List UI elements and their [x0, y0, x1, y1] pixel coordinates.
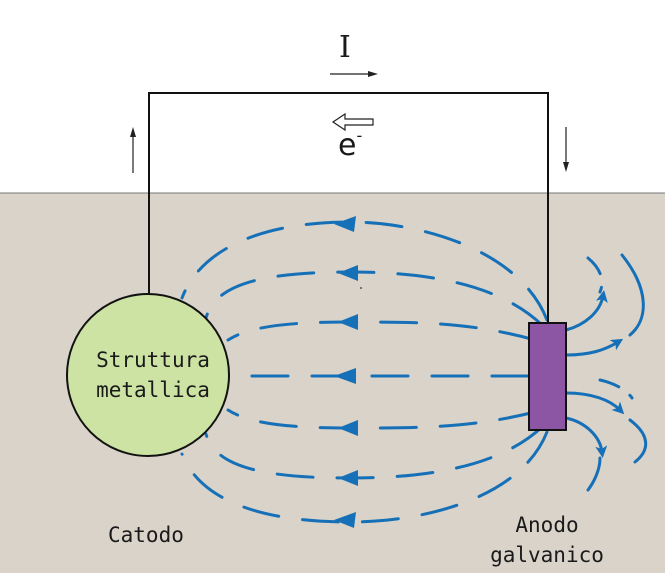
field-arrowhead-1 — [334, 216, 356, 232]
field-arrowhead-6 — [338, 470, 358, 486]
anode-label: Anodo galvanico — [482, 510, 612, 570]
structure-label-line1: Struttura — [96, 348, 210, 372]
current-label: I — [339, 30, 351, 65]
electron-label: e- — [338, 126, 362, 163]
outward-line-7 — [628, 418, 648, 464]
outward-line-4 — [564, 416, 608, 458]
field-arrowhead-7 — [334, 512, 356, 528]
cathode-label: Catodo — [108, 523, 184, 547]
anode-label-line2: galvanico — [490, 543, 604, 567]
outward-line-5 — [586, 256, 604, 294]
field-arrowheads — [334, 216, 358, 528]
field-arrowhead-3 — [338, 314, 358, 330]
outward-line-6 — [620, 253, 645, 337]
anode-outward-lines — [564, 253, 648, 492]
anode-label-line1: Anodo — [515, 513, 579, 537]
field-arrowhead-5 — [338, 420, 358, 436]
structure-label: Struttura metallica — [78, 345, 228, 405]
field-line-7 — [180, 430, 549, 524]
outward-line-3 — [564, 391, 625, 415]
field-arrowhead-4 — [334, 368, 356, 384]
outward-line-8 — [586, 456, 602, 492]
field-arrowhead-2 — [338, 265, 358, 281]
outward-line-1 — [564, 290, 608, 332]
structure-label-line2: metallica — [96, 378, 210, 402]
galvanic-anode — [528, 322, 567, 431]
outward-line-9 — [598, 378, 634, 400]
arrow-down-icon — [563, 127, 569, 172]
outward-line-2 — [564, 338, 624, 357]
hollow-arrow-left-icon — [331, 112, 374, 132]
stray-dot — [360, 287, 362, 289]
metallic-structure — [66, 293, 230, 457]
field-line-1 — [180, 220, 549, 322]
arrow-right-icon — [330, 71, 378, 77]
circuit-wire — [148, 92, 549, 324]
arrow-up-icon — [130, 127, 136, 173]
electron-charge: - — [356, 126, 363, 145]
electron-symbol: e — [338, 128, 357, 163]
